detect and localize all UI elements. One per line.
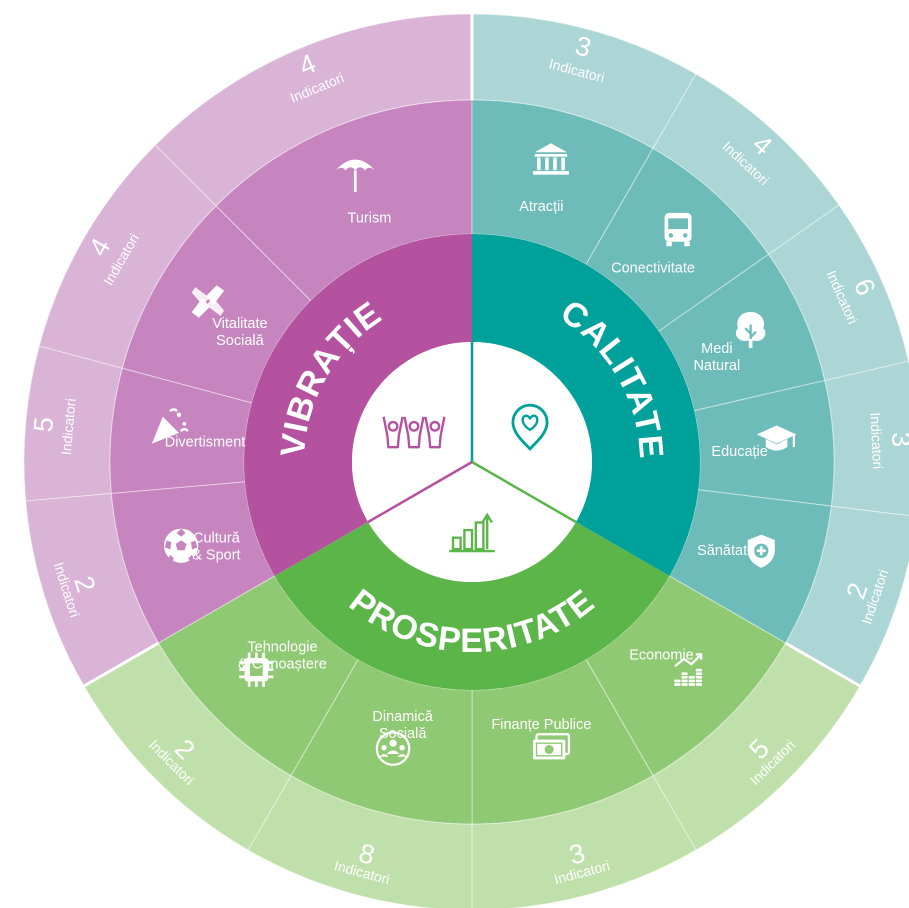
tree-icon [735, 311, 766, 348]
people-celebrating-icon [382, 416, 446, 449]
indicator-label: Indicatori [867, 412, 886, 470]
pillar-band-calitate [472, 234, 700, 576]
category-label-economie: Economie [629, 648, 693, 664]
growth-chart-icon [449, 512, 495, 553]
indicator-count: 8 [356, 838, 378, 871]
indicator-count: 5 [28, 416, 59, 434]
category-label-dinamica-sociala: Dinamică [372, 709, 433, 725]
pillar-band-vibratie [243, 234, 472, 576]
category-label-tehnologie-cunoastere: Tehnologie [247, 640, 317, 656]
icons [151, 143, 797, 766]
pillar-ring [243, 234, 700, 690]
category-label-medi-natural: Medi [701, 341, 732, 357]
outer-ring [23, 13, 909, 908]
category-label-cultura-sport: & Sport [192, 548, 240, 564]
beach-umbrella-icon [335, 159, 376, 193]
category-label-vitalitate-sociala: Vitalitate [212, 316, 267, 332]
center-divider [367, 460, 473, 524]
soccer-ball-icon [164, 528, 199, 563]
microchip-icon [239, 652, 274, 687]
party-popper-icon [151, 408, 189, 444]
hands-together-icon [191, 285, 225, 318]
category-label-finante-publice: Finanțe Publice [491, 717, 591, 733]
banknotes-icon [532, 733, 571, 760]
bus-icon [664, 212, 692, 247]
indicator-count: 3 [886, 431, 909, 448]
category-label-tehnologie-cunoastere: & Cunoaștere [238, 657, 327, 673]
category-label-dinamica-sociala: Socială [379, 726, 427, 742]
category-label-medi-natural: Natural [693, 358, 740, 374]
category-label-conectivitate: Conectivitate [611, 260, 695, 276]
indicator-count: 3 [566, 838, 588, 871]
coins-chart-icon [674, 653, 703, 686]
medical-shield-icon [747, 534, 775, 568]
center-circle [352, 342, 592, 582]
category-label-vitalitate-sociala: Socială [216, 333, 264, 349]
category-label-educatie: Educație [711, 444, 767, 460]
category-label-sanatate: Sănătate [697, 543, 755, 559]
center-divider [471, 460, 577, 524]
indicator-count: 3 [572, 30, 594, 63]
museum-icon [532, 143, 569, 175]
indicator-label: Indicatori [58, 398, 79, 456]
community-icon [375, 731, 411, 766]
category-label-atractii: Atracții [519, 199, 563, 215]
category-label-turism: Turism [348, 210, 392, 226]
category-label-cultura-sport: Cultură [193, 531, 241, 547]
pillar-band-prosperitate [274, 522, 670, 690]
category-label-divertisment: Divertisment [165, 435, 246, 451]
